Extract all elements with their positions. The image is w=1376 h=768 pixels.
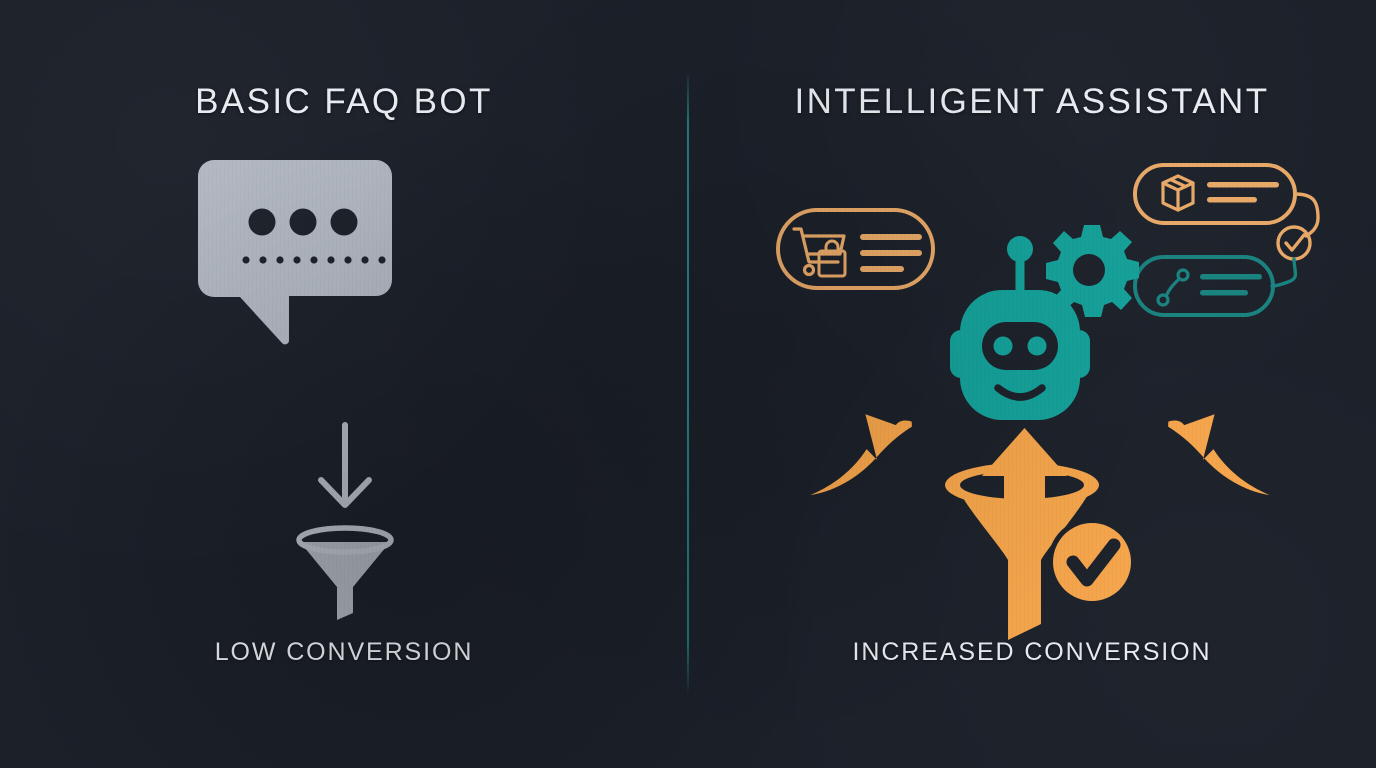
check-mark-icon <box>1066 538 1121 587</box>
shopping-cart-icon <box>792 227 846 277</box>
funnel-check-badge-icon <box>1048 518 1136 606</box>
chat-dot-row <box>242 256 420 264</box>
gear-icon <box>1046 225 1139 317</box>
robot-icon <box>950 236 1090 420</box>
right-panel-title: INTELLIGENT ASSISTANT <box>794 82 1270 121</box>
down-arrow-icon <box>318 422 372 508</box>
chat-dot-2 <box>289 208 317 236</box>
robot-smile <box>994 384 1046 401</box>
package-pill-icon <box>1133 163 1297 225</box>
cart-pill-icon <box>776 208 935 290</box>
route-connector-wire <box>1270 257 1298 288</box>
check-circle-icon <box>1276 225 1312 261</box>
panel-divider <box>687 75 689 690</box>
curved-arrow-right-icon <box>1168 414 1270 496</box>
left-panel-title: BASIC FAQ BOT <box>195 82 493 121</box>
box-icon <box>1161 174 1195 212</box>
chat-dot-1 <box>248 208 276 236</box>
robot-eye-left <box>993 336 1013 356</box>
right-panel-caption: INCREASED CONVERSION <box>852 638 1212 666</box>
chat-dot-3 <box>330 208 358 236</box>
funnel-icon <box>296 525 394 620</box>
robot-eye-right <box>1027 336 1047 356</box>
funnel-growth-icon <box>945 428 1099 640</box>
package-connector-wire <box>1293 192 1320 238</box>
route-pill-icon <box>1133 255 1275 317</box>
right-panel-artwork <box>776 163 1320 640</box>
left-panel-artwork <box>198 160 420 620</box>
left-panel-caption: LOW CONVERSION <box>214 638 474 666</box>
shopping-bag-icon <box>817 239 847 278</box>
curved-arrow-left-icon <box>810 414 912 496</box>
node-route-icon <box>1156 268 1190 307</box>
chat-bubble-icon <box>198 160 420 345</box>
